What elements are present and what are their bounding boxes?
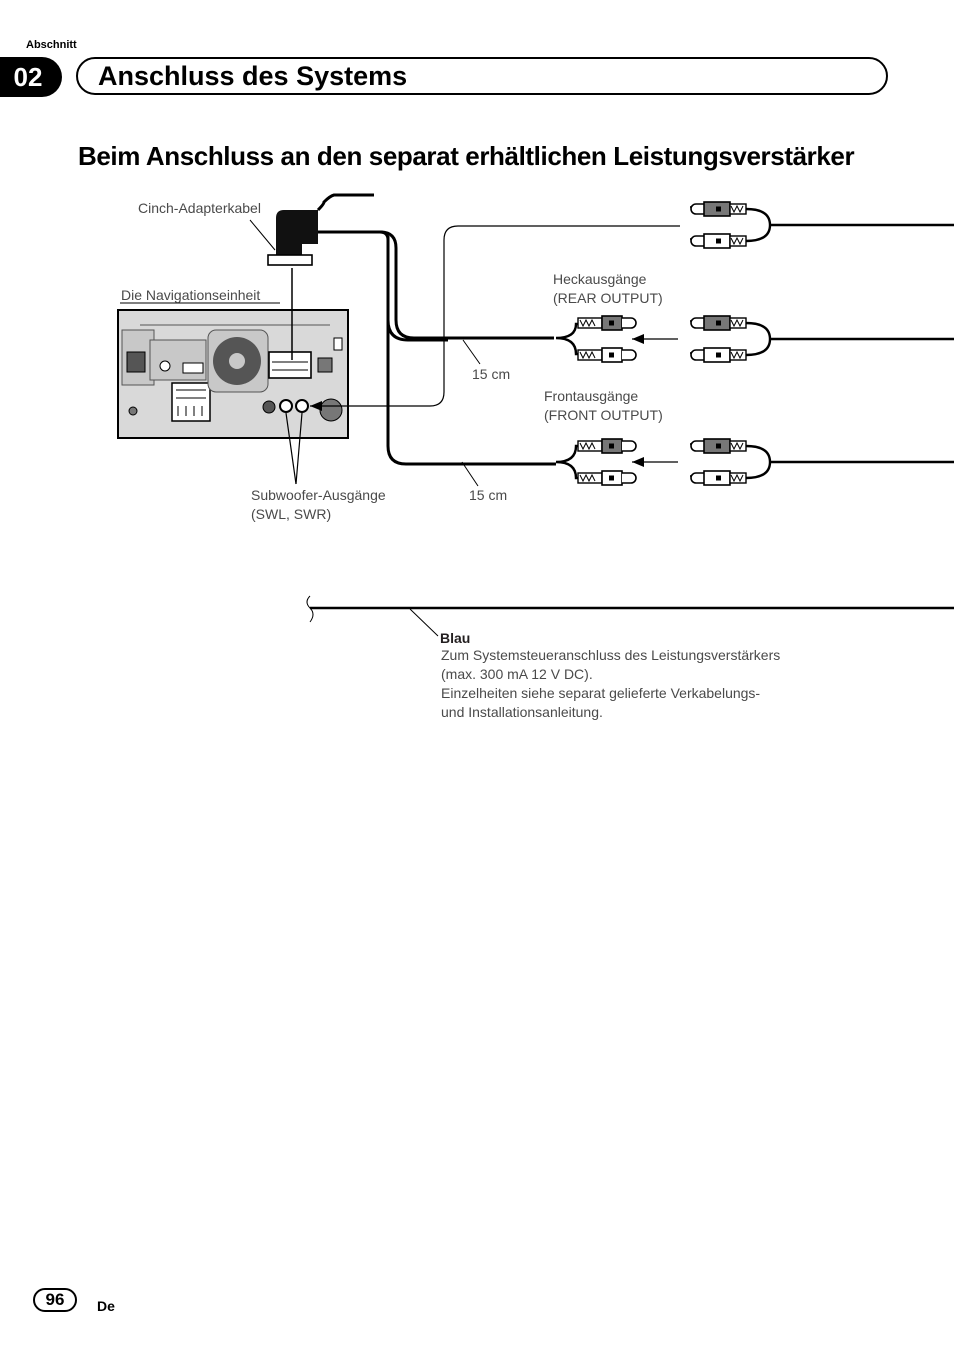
section-label: Abschnitt [26,39,77,51]
wiring-diagram [117,193,954,637]
rca-plug-icon [687,347,747,363]
rca-plug-icon [687,438,747,454]
subwoofer-cable [310,225,680,407]
subwoofer-label: Subwoofer-Ausgänge [251,487,386,503]
wire-note: Zum Systemsteueranschluss des Leistungsv… [441,646,780,722]
front-output-label: Frontausgänge [544,388,639,404]
rear-output-sublabel: (REAR OUTPUT) [553,290,663,306]
rca-plug-icon [577,315,637,331]
rca-plug-icon [687,315,747,331]
page-number: 96 [33,1288,77,1312]
rca-plug-icon [577,470,637,486]
chapter-title: Anschluss des Systems [98,61,408,91]
language-code: De [97,1298,115,1314]
rca-plug-icon [687,201,747,217]
wire-note-line: Zum Systemsteueranschluss des Leistungsv… [441,647,781,663]
rca-plug-icon [687,470,747,486]
wire-note-line: und Installationsanleitung. [441,704,603,720]
leader-line [249,219,276,251]
subwoofer-sublabel: (SWL, SWR) [251,506,332,522]
wire-note-line: Einzelheiten siehe separat gelieferte Ve… [441,685,761,701]
rear-cable [379,230,554,340]
rca-plug-icon [577,438,637,454]
rca-adapter-label: Cinch-Adapterkabel [138,200,261,216]
section-heading: Beim Anschluss an den separat erhältlich… [78,141,855,171]
navigation-unit-rear-panel-icon [117,309,349,439]
nav-unit-label: Die Navigationseinheit [121,287,261,303]
wire-note-line: (max. 300 mA 12 V DC). [441,666,593,682]
arrow-left-icon [632,457,644,467]
arrow-left-icon [632,334,644,344]
chapter-title-frame [76,57,888,95]
rca-plug-icon [687,233,747,249]
front-cable-length: 15 cm [469,487,508,503]
rca-plug-icon [577,347,637,363]
chapter-number-badge: 02 [0,57,62,97]
front-output-sublabel: (FRONT OUTPUT) [544,407,663,423]
rear-cable-length: 15 cm [472,366,511,382]
rear-output-label: Heckausgänge [553,271,647,287]
wire-color-label: Blau [440,630,471,646]
front-cable [386,236,556,466]
